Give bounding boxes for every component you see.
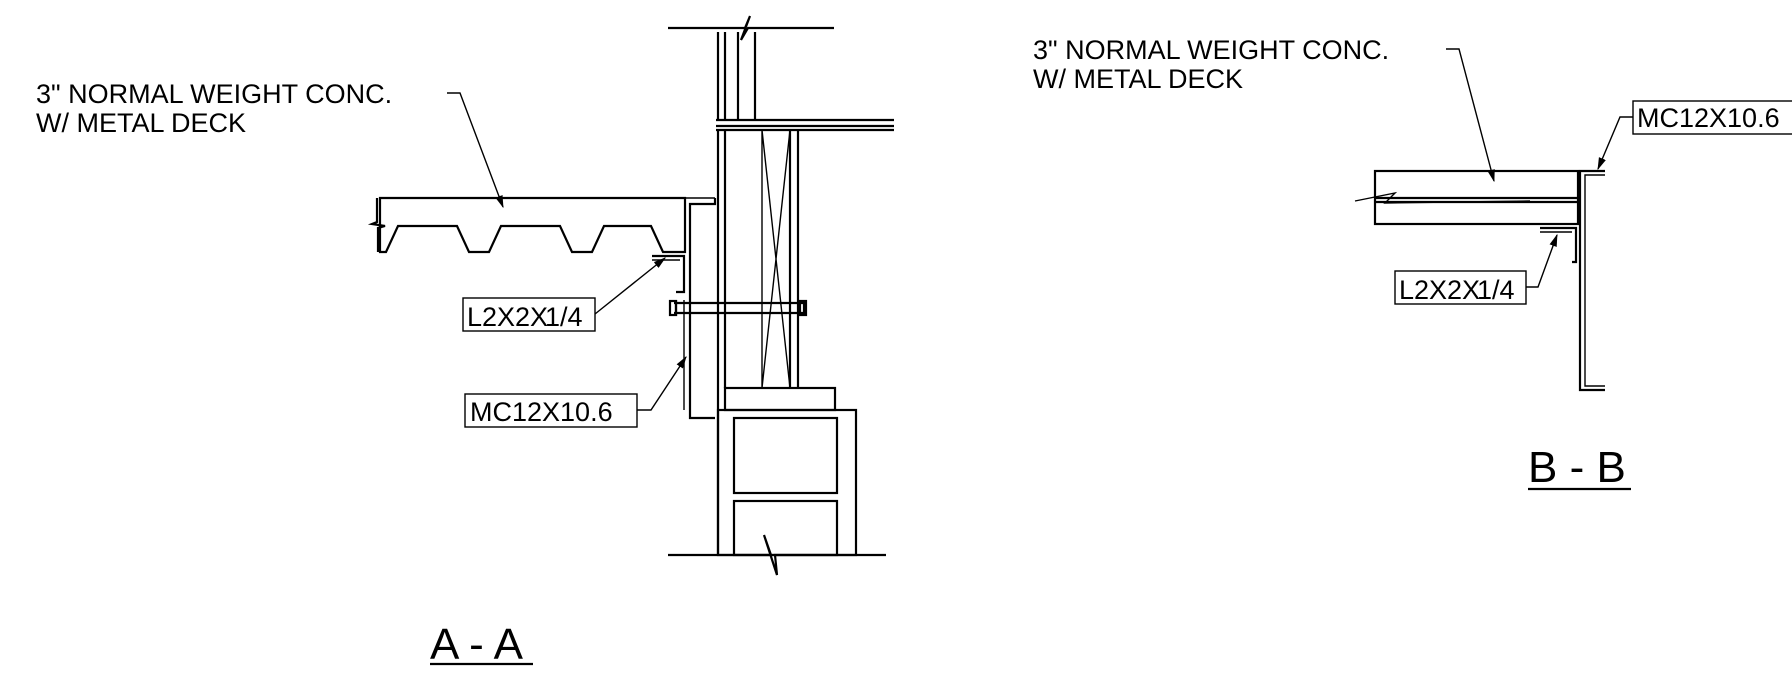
section-a-cmu-outer [716, 408, 858, 557]
section-a-slab-break [367, 198, 386, 252]
section-a-bolt-nut [798, 299, 808, 317]
section-a-top-break [668, 15, 834, 41]
section-b-slab-note-line2: W/ METAL DECK [1033, 64, 1243, 94]
section-a-cmu-cell-upper [732, 416, 839, 495]
section-a-angle-fraction: 1/4 [545, 302, 583, 332]
section-a-channel-leader [637, 355, 687, 411]
section-b-angle-label: L2X2X [1399, 275, 1480, 305]
section-b-angle-fraction: 1/4 [1477, 275, 1515, 305]
section-b-angle [1540, 226, 1578, 264]
section-b-deck-break [1354, 191, 1531, 204]
section-a-angle-leader [594, 257, 666, 315]
section-a-title: A - A [430, 620, 524, 669]
section-a-angle-label: L2X2X [467, 302, 548, 332]
section-b-slab-note-line1: 3" NORMAL WEIGHT CONC. [1033, 35, 1389, 65]
section-b-channel-label: MC12X10.6 [1637, 103, 1780, 133]
section-a-wall-outer [716, 130, 800, 555]
section-a-channel-label: MC12X10.6 [470, 397, 613, 427]
section-b-angle-leader [1526, 233, 1558, 288]
section-a-upper-wall [716, 32, 757, 120]
section-a-stud-cross [761, 129, 791, 389]
section-a-concrete-slab [378, 196, 687, 254]
section-a-angle-box [462, 297, 596, 332]
section-b-slab-leader [1446, 48, 1495, 183]
section-a-channel [688, 198, 717, 420]
section-a-wall-inner [723, 130, 792, 388]
section-a-bearing-plate [723, 386, 837, 412]
section-a-slab-note-line1: 3" NORMAL WEIGHT CONC. [36, 79, 392, 109]
section-a-a: 3" NORMAL WEIGHT CONC. W/ METAL DECK L2X… [36, 15, 894, 669]
section-a-bottom-break [668, 534, 886, 576]
section-a-angle [652, 254, 686, 294]
section-b-angle-box [1394, 270, 1527, 305]
section-b-title: B - B [1528, 443, 1626, 492]
section-a-slab-note-line2: W/ METAL DECK [36, 108, 246, 138]
section-b-channel-flange [1584, 174, 1605, 387]
section-b-channel [1578, 169, 1605, 392]
section-a-slab-leader [447, 92, 504, 209]
section-a-floor-line [716, 118, 894, 132]
section-a-cmu-cell-lower [732, 499, 839, 557]
section-a-bolt-head [668, 299, 678, 317]
section-a-channel-box [464, 393, 638, 428]
section-b-channel-leader [1597, 116, 1633, 171]
section-b-b: 3" NORMAL WEIGHT CONC. W/ METAL DECK MC1… [1033, 35, 1792, 492]
section-a-bolt [674, 300, 806, 316]
